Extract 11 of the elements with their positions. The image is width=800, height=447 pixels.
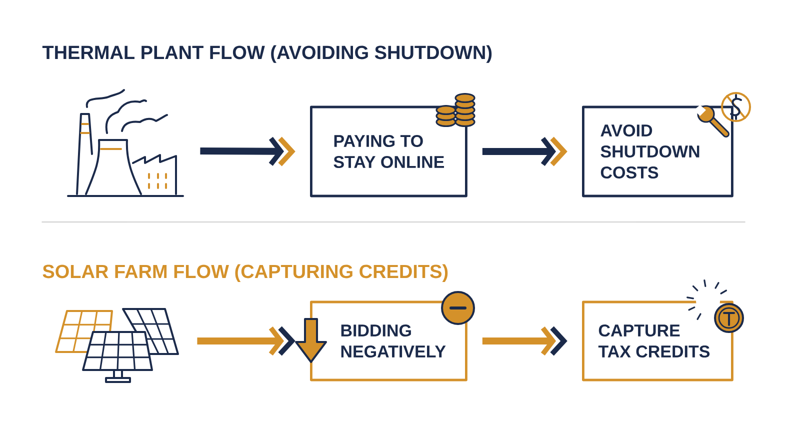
solar-panel-drawing: [55, 308, 179, 383]
power-plant-drawing: [67, 89, 184, 197]
process-box: PAYING TO STAY ONLINE: [310, 106, 468, 198]
process-box: AVOID SHUTDOWN COSTS: [582, 106, 734, 198]
arrow: [197, 326, 296, 356]
arrow: [482, 136, 568, 166]
process-box: CAPTURE TAX CREDITS: [582, 300, 734, 382]
heading: SOLAR FARM FLOW (CAPTURING CREDITS): [42, 264, 448, 282]
title: THERMAL PLANT FLOW (AVOIDING SHUTDOWN): [42, 45, 492, 63]
arrow: [200, 136, 296, 166]
arrow: [482, 326, 568, 356]
